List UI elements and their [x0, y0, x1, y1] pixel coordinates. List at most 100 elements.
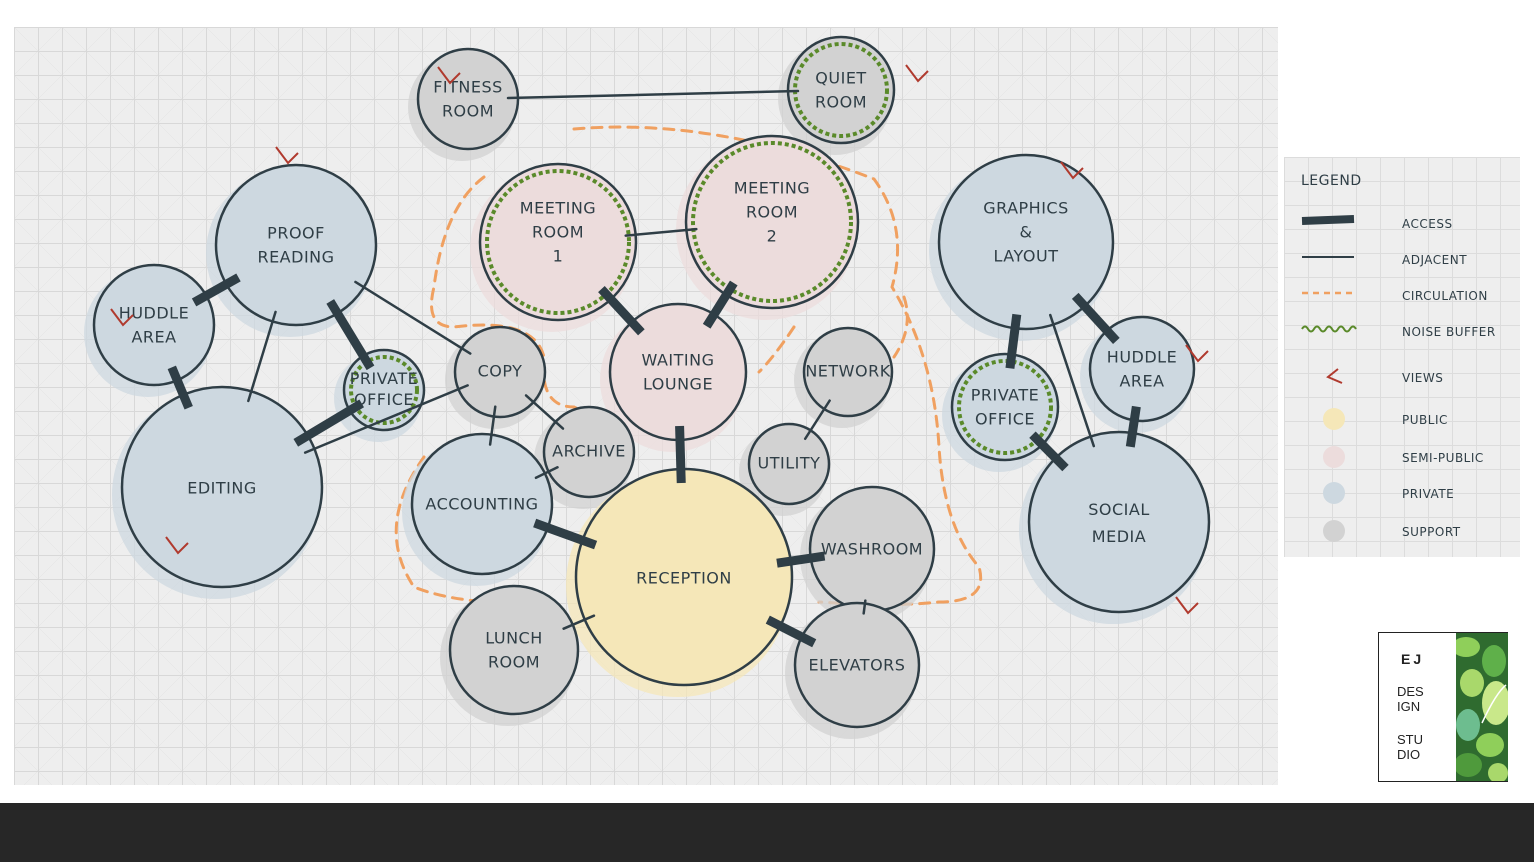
room-label: OFFICE: [975, 410, 1035, 429]
room-label: READING: [257, 248, 334, 267]
logo-initials: EJ: [1401, 651, 1425, 667]
bubble-diagram: FITNESSROOMQUIETROOMMEETINGROOM1MEETINGR…: [84, 35, 1211, 739]
room-bubble-editing: EDITING: [120, 385, 324, 589]
view-marker: [165, 536, 189, 555]
room-label: SOCIAL: [1088, 500, 1150, 519]
legend-label: CIRCULATION: [1402, 289, 1488, 303]
adjacent-line: [862, 599, 867, 615]
room-label: COPY: [478, 362, 523, 381]
buffer-swatch-icon: [1301, 325, 1357, 333]
room-label: 1: [553, 247, 564, 266]
room-circle: [542, 405, 636, 499]
room-label: &: [1020, 223, 1033, 242]
room-bubble-washroom: WASHROOM: [808, 485, 936, 613]
room-circle: [684, 134, 860, 310]
room-circle: [937, 153, 1115, 331]
room-label: FITNESS: [433, 78, 503, 97]
noise-buffer-ring: [349, 355, 419, 425]
legend-item-access: ACCESS: [1284, 209, 1520, 239]
legend-label: ACCESS: [1402, 217, 1453, 231]
access-bar: [765, 615, 817, 648]
logo-line-4: DIO: [1397, 747, 1421, 762]
adjacent-line: [354, 280, 472, 355]
room-label: ROOM: [746, 203, 798, 222]
room-label: ACCOUNTING: [425, 495, 538, 514]
room-label: NETWORK: [805, 362, 890, 381]
access-bar: [598, 285, 645, 336]
noise-buffer-ring: [957, 359, 1053, 455]
view-marker: [437, 66, 461, 85]
room-circle: [342, 348, 426, 432]
legend-label: SUPPORT: [1402, 525, 1461, 539]
legend-title: LEGEND: [1301, 173, 1362, 189]
room-label: MEETING: [734, 179, 810, 198]
room-label: LUNCH: [485, 629, 543, 648]
room-label: LAYOUT: [994, 247, 1059, 266]
room-label: MEDIA: [1092, 527, 1146, 546]
room-label: ROOM: [442, 102, 494, 121]
legend-label: VIEWS: [1402, 371, 1444, 385]
room-circle: [1088, 315, 1196, 423]
room-label: 2: [767, 227, 778, 246]
adjacent-line: [488, 405, 497, 446]
legend-label: PRIVATE: [1402, 487, 1455, 501]
legend-label: PUBLIC: [1402, 413, 1448, 427]
circulation-swatch-icon: [1302, 291, 1354, 295]
noise-buffer-ring: [485, 169, 631, 315]
room-bubble-proof: PROOF READING: [214, 163, 378, 327]
access-swatch-icon: [1301, 215, 1355, 225]
room-bubble-elevators: ELEVATORS: [793, 601, 921, 729]
adjacent-swatch-icon: [1302, 256, 1354, 258]
room-circle: [416, 47, 520, 151]
room-circle: [1027, 430, 1211, 614]
room-circle: [802, 326, 894, 418]
room-circle: [120, 385, 324, 589]
semi-public-swatch-icon: [1323, 446, 1345, 468]
room-label: MEETING: [520, 199, 596, 218]
room-label: ROOM: [815, 93, 867, 112]
room-label: AREA: [1119, 372, 1164, 391]
access-bar: [702, 280, 738, 329]
logo-line-2: IGN: [1397, 699, 1421, 714]
room-bubble-fitness: FITNESS ROOM: [416, 47, 520, 151]
leaf-pattern-icon: [1456, 633, 1508, 781]
adjacent-line: [303, 384, 469, 454]
room-label: AREA: [131, 328, 176, 347]
footer-bar: [0, 803, 1534, 862]
access-bar: [1125, 405, 1141, 448]
access-bar: [1029, 431, 1069, 472]
room-label: PROOF: [267, 224, 325, 243]
access-bar: [191, 273, 241, 307]
adjacent-line: [562, 614, 596, 630]
view-marker: [905, 64, 929, 83]
room-circle: [793, 601, 921, 729]
logo-line-1: DES: [1397, 684, 1424, 699]
public-swatch-icon: [1323, 408, 1345, 430]
room-bubble-network: NETWORK: [802, 326, 894, 418]
room-label: GRAPHICS: [983, 199, 1069, 218]
logo-wordmark: EJ DES IGN STU DIO: [1379, 633, 1445, 781]
adjacent-line: [524, 394, 565, 430]
view-marker: [110, 308, 134, 327]
room-circle: [92, 263, 216, 387]
noise-buffer-ring: [691, 141, 853, 303]
room-label: UTILITY: [758, 454, 821, 473]
access-bar: [326, 299, 375, 371]
view-marker: [1185, 344, 1209, 363]
room-circle: [950, 352, 1060, 462]
legend-label: NOISE BUFFER: [1402, 325, 1496, 339]
room-label: WAITING: [642, 351, 715, 370]
room-label: HUDDLE: [1107, 348, 1177, 367]
room-label: RECEPTION: [636, 569, 732, 588]
view-marker: [1175, 596, 1199, 615]
room-bubble-meeting2: MEETING ROOM 2: [684, 134, 860, 310]
room-circle: [453, 325, 547, 419]
studio-logo: EJ DES IGN STU DIO: [1378, 632, 1508, 782]
room-bubble-utility: UTILITY: [747, 422, 831, 506]
room-bubble-reception: RECEPTION: [574, 467, 794, 687]
